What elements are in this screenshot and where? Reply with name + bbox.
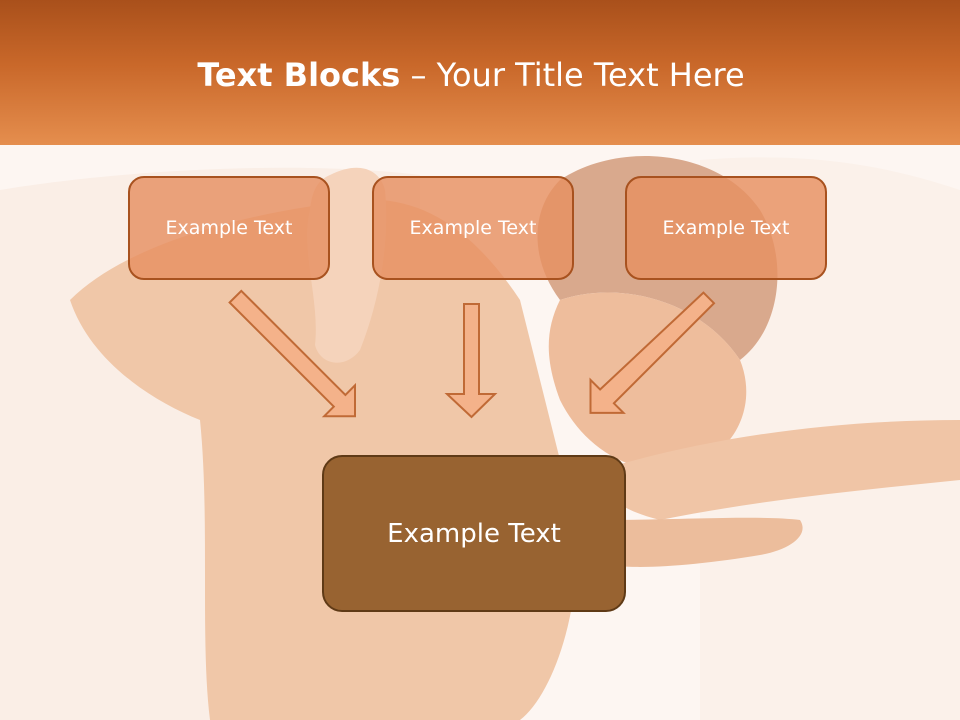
text-box-top-right-label: Example Text <box>662 217 790 239</box>
title-bar <box>0 0 960 145</box>
arrow-left <box>228 289 356 418</box>
page-title: Text Blocks – Your Title Text Here <box>0 52 942 98</box>
text-box-top-right[interactable]: Example Text <box>625 176 827 280</box>
text-box-bottom[interactable]: Example Text <box>322 455 626 612</box>
title-bold: Text Blocks <box>197 56 401 94</box>
text-box-top-center[interactable]: Example Text <box>372 176 574 280</box>
text-box-top-left-label: Example Text <box>165 217 293 239</box>
title-rest: – Your Title Text Here <box>400 56 745 94</box>
arrow-center <box>444 303 498 419</box>
arrow-right <box>589 291 716 414</box>
text-box-top-center-label: Example Text <box>409 217 537 239</box>
text-box-bottom-label: Example Text <box>387 518 561 549</box>
text-box-top-left[interactable]: Example Text <box>128 176 330 280</box>
